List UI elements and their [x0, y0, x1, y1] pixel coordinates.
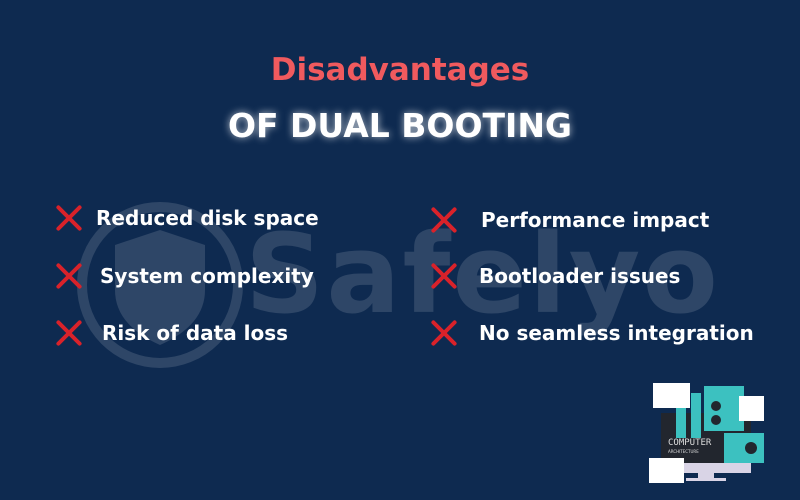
title-line-2: OF DUAL BOOTING	[227, 106, 573, 145]
cross-icon	[425, 258, 461, 294]
list-item: Performance impact	[425, 202, 709, 238]
list-item: Reduced disk space	[50, 200, 319, 236]
illustration-text: COMPUTER	[668, 438, 712, 448]
illustration-subtext: ARCHITECTURE	[668, 449, 699, 454]
cross-icon	[50, 258, 86, 294]
cross-icon	[425, 202, 461, 238]
list-item: Risk of data loss	[50, 315, 288, 351]
item-label: Performance impact	[481, 208, 710, 232]
item-label: Bootloader issues	[479, 264, 681, 288]
item-label: Risk of data loss	[102, 321, 289, 345]
list-item: No seamless integration	[425, 315, 754, 351]
watermark: Safelyo	[75, 200, 718, 370]
title-line-1: Disadvantages	[270, 52, 530, 88]
list-item: Bootloader issues	[425, 258, 680, 294]
item-label: Reduced disk space	[96, 206, 319, 230]
watermark-text: Safelyo	[245, 210, 720, 338]
list-item: System complexity	[50, 258, 314, 294]
cross-icon	[50, 200, 86, 236]
computer-architecture-illustration: COMPUTER ARCHITECTURE	[649, 383, 764, 483]
item-label: No seamless integration	[479, 321, 754, 345]
cross-icon	[425, 315, 461, 351]
cross-icon	[50, 315, 86, 351]
item-label: System complexity	[100, 264, 314, 288]
